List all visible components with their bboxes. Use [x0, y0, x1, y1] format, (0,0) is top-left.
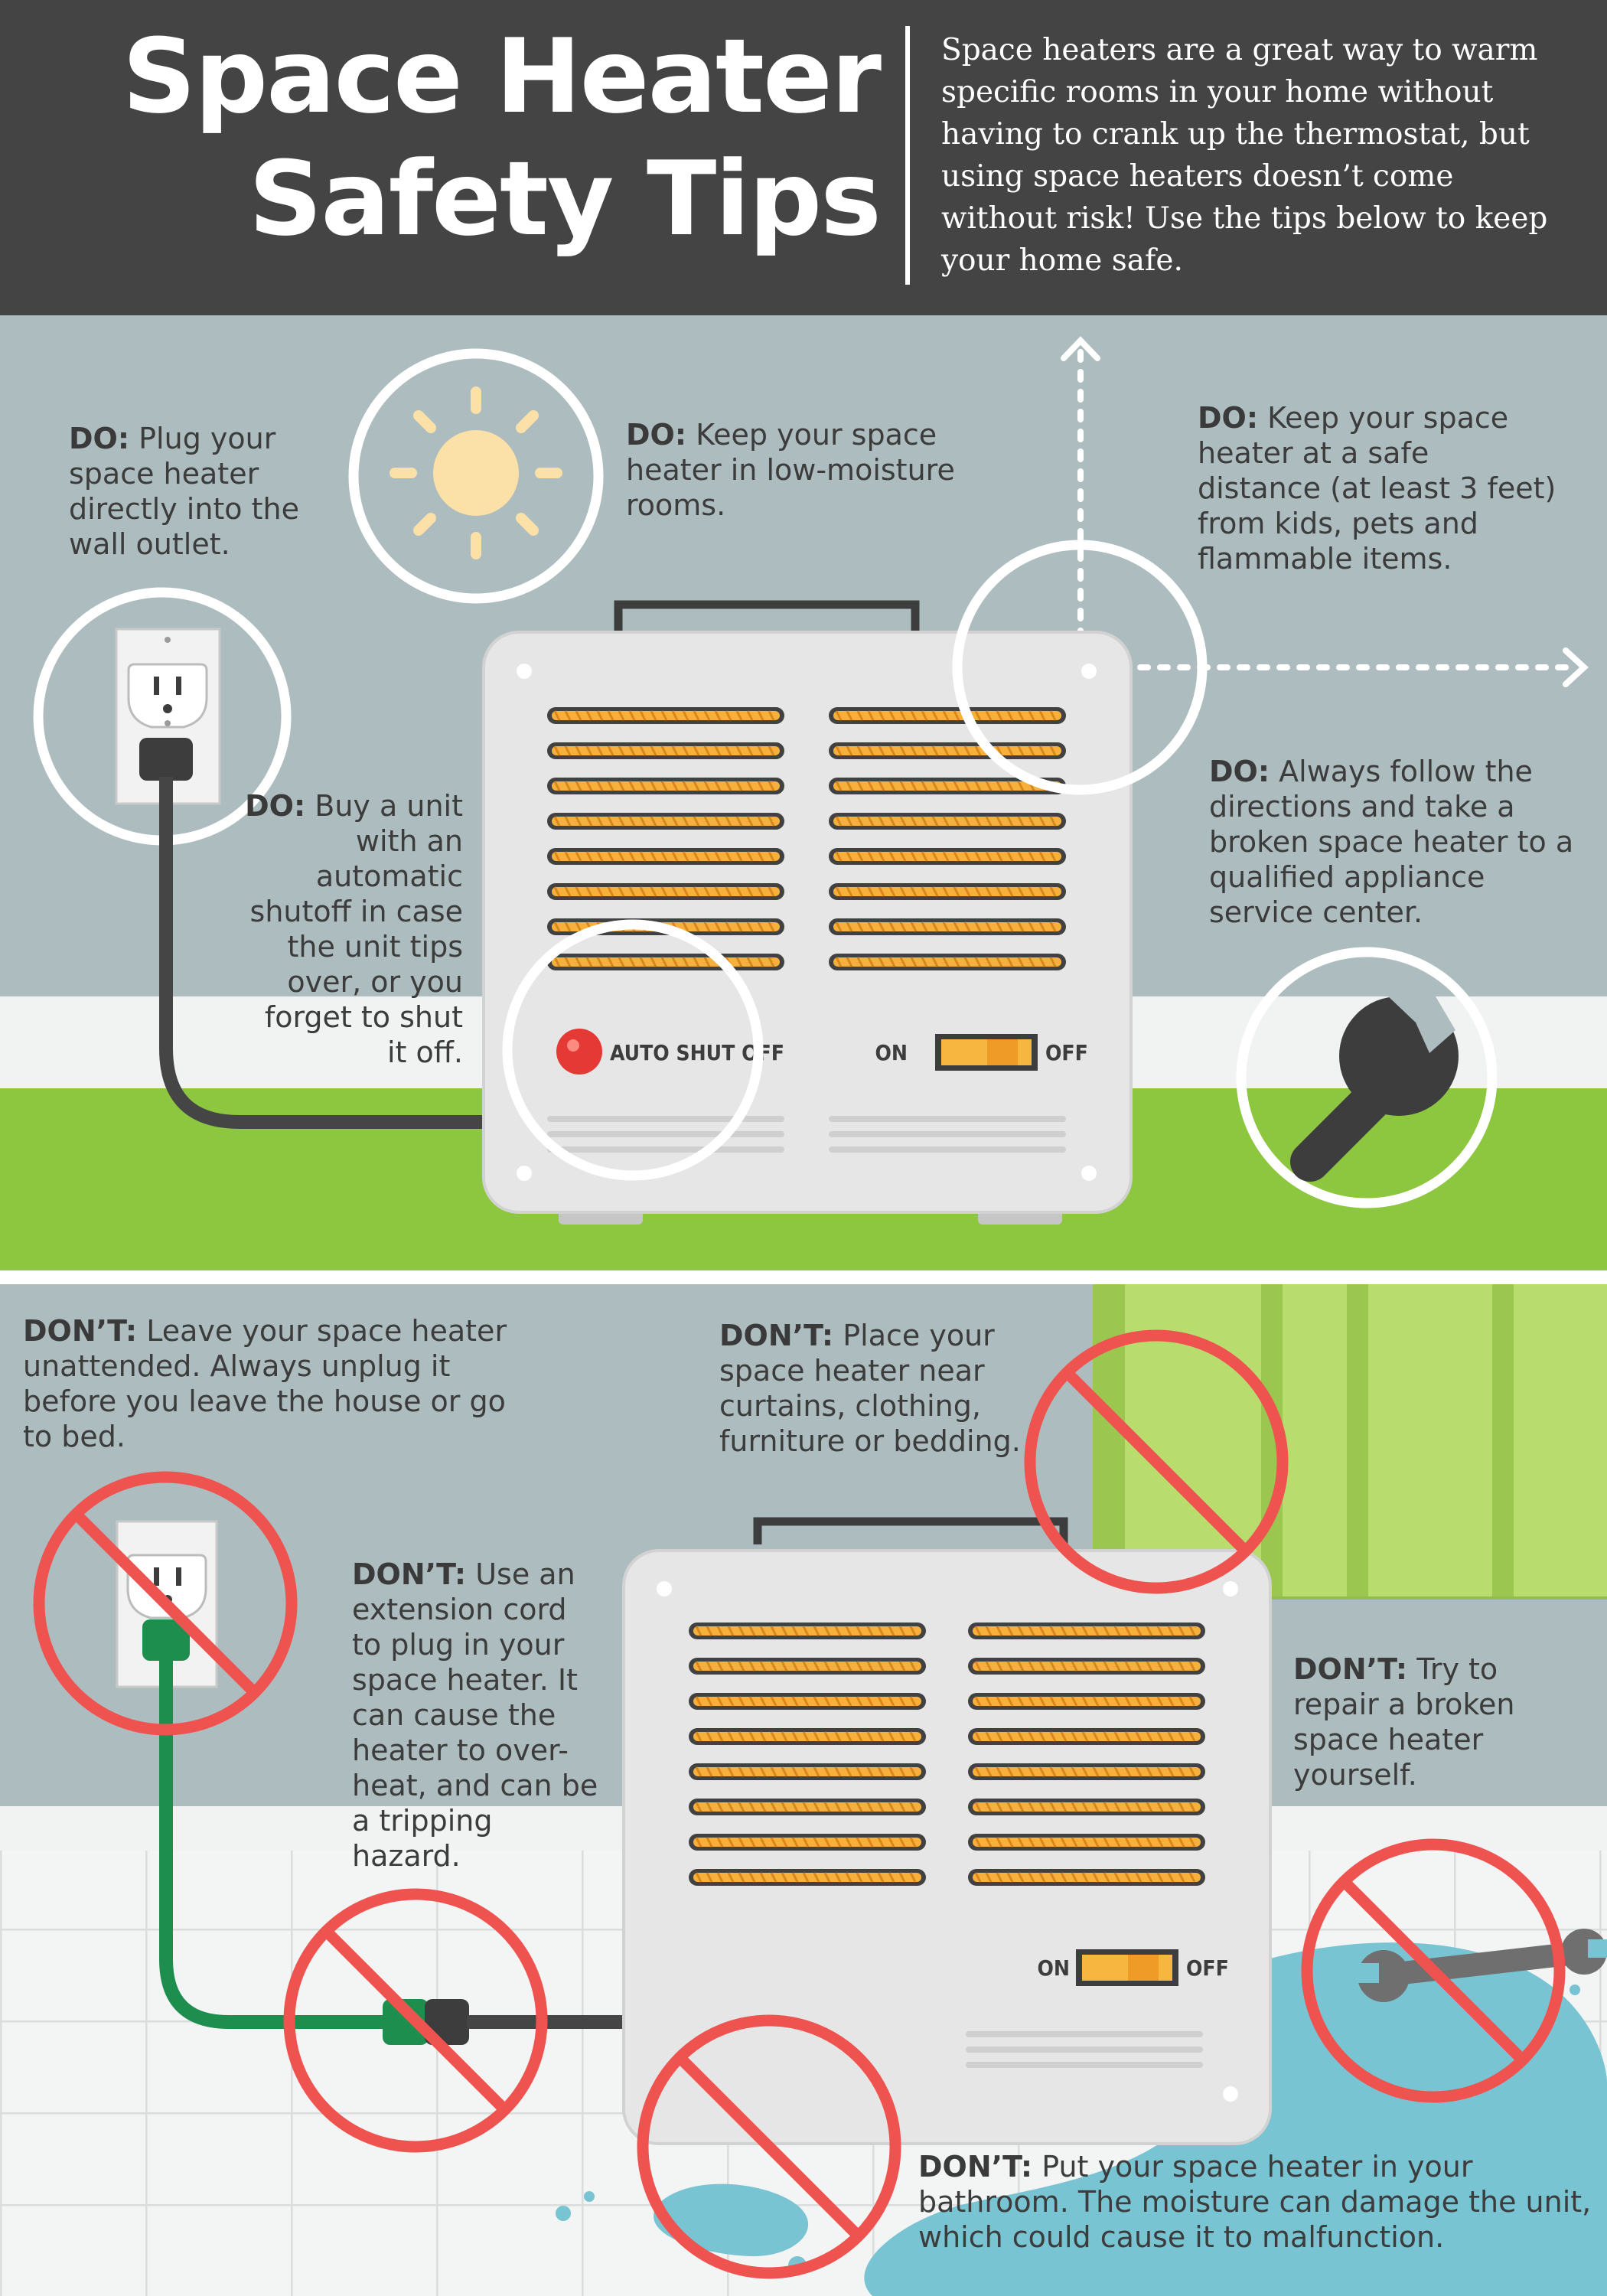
- dont-tip-unattended: DON’T: Leave your space heater unattende…: [23, 1313, 513, 1454]
- tip-text: Keep your space heater in low-moisture r…: [626, 418, 955, 522]
- space-heater-top: AUTO SHUT OFF ON OFF: [482, 600, 1133, 1225]
- extension-plug: [383, 1999, 429, 2045]
- dont-tip-extension-cord: DON’T: Use an extension cord to plug in …: [352, 1557, 605, 1874]
- extension-cord: [159, 1653, 398, 2029]
- tip-text: Put your space heater in your bathroom. …: [918, 2150, 1592, 2254]
- prohibited-icon: [283, 1888, 548, 2153]
- auto-shutoff-light: [556, 1029, 602, 1075]
- title-line-1: Space Heater: [122, 17, 882, 136]
- tip-prefix: DO:: [69, 422, 130, 455]
- switch-on-label: ON: [1038, 1955, 1071, 1981]
- header-background: [0, 0, 1607, 315]
- wrench-icon: [1236, 947, 1498, 1208]
- dont-tip-bathroom: DON’T: Put your space heater in your bat…: [918, 2149, 1592, 2255]
- space-heater-bottom: ON OFF: [622, 1517, 1272, 2145]
- do-tip-auto-shutoff: DO: Buy a unit with an automatic shutoff…: [245, 788, 463, 1070]
- do-tip-outlet: DO: Plug your space heater directly into…: [69, 421, 321, 562]
- do-tip-safe-distance: DO: Keep your space heater at a safe dis…: [1198, 400, 1557, 576]
- power-cord: [159, 777, 490, 1129]
- tip-prefix: DO:: [1209, 755, 1270, 788]
- tip-text: Try to repair a broken space heater your…: [1293, 1652, 1515, 1792]
- tip-text: Use an extension cord to plug in your sp…: [352, 1557, 598, 1873]
- tip-text: Place your space heater near curtains, c…: [719, 1319, 1021, 1458]
- distance-highlight-circle: [952, 540, 1208, 795]
- prohibited-icon: [637, 2014, 901, 2279]
- tip-prefix: DON’T:: [352, 1557, 467, 1591]
- arrow-icon: [1061, 336, 1589, 687]
- do-tip-service-center: DO: Always follow the directions and tak…: [1209, 754, 1592, 930]
- tip-text: Leave your space heater unattended. Alwa…: [23, 1314, 507, 1453]
- tip-prefix: DO:: [1198, 401, 1259, 435]
- tip-text: Keep your space heater at a safe distanc…: [1198, 401, 1556, 576]
- tip-text: Buy a unit with an automatic shutoff in …: [249, 789, 463, 1069]
- tip-prefix: DO:: [626, 418, 687, 452]
- prohibited-icon: [1301, 1838, 1566, 2103]
- title-line-2: Safety Tips: [248, 139, 882, 259]
- outlet-icon: [33, 587, 292, 846]
- switch-off-label: OFF: [1186, 1955, 1229, 1981]
- dont-tip-repair: DON’T: Try to repair a broken space heat…: [1293, 1652, 1561, 1792]
- section-divider: [0, 1270, 1607, 1284]
- switch-on-label: ON: [875, 1040, 908, 1065]
- dont-tip-curtains: DON’T: Place your space heater near curt…: [719, 1318, 1033, 1459]
- tip-text: Always follow the directions and take a …: [1209, 755, 1574, 929]
- page-title: Space Heater Safety Tips: [38, 15, 882, 260]
- prohibited-icon: [33, 1471, 298, 1736]
- prohibited-icon: [1024, 1329, 1289, 1594]
- auto-shutoff-highlight-circle: [502, 919, 764, 1181]
- intro-text: Space heaters are a great way to warm sp…: [941, 33, 1548, 278]
- header-divider: [905, 26, 910, 285]
- tip-prefix: DO:: [245, 789, 306, 823]
- do-tip-low-moisture: DO: Keep your space heater in low-moistu…: [626, 417, 1024, 523]
- tip-prefix: DON’T:: [23, 1314, 138, 1348]
- wrench-icon: [1354, 1929, 1607, 2002]
- tip-prefix: DON’T:: [719, 1319, 834, 1352]
- tip-prefix: DON’T:: [918, 2150, 1033, 2183]
- curtains: [1093, 1284, 1607, 1600]
- tip-text: Plug your space heater directly into the…: [69, 422, 299, 561]
- switch-off-label: OFF: [1045, 1040, 1088, 1065]
- tip-prefix: DON’T:: [1293, 1652, 1408, 1686]
- sun-icon: [348, 348, 604, 604]
